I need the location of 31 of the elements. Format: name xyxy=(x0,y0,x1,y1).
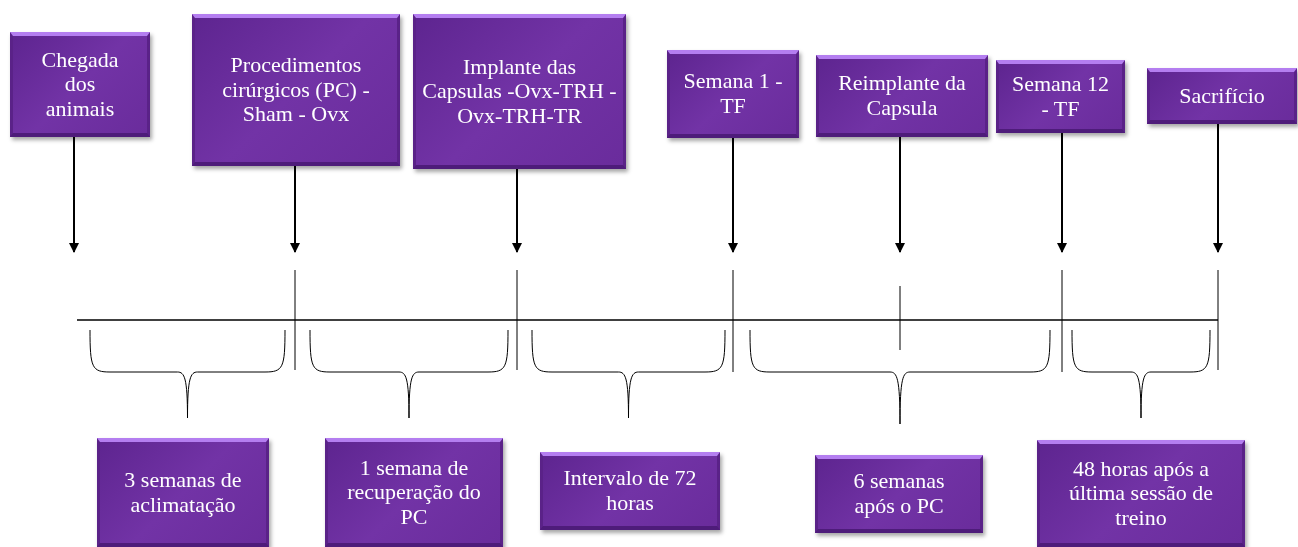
timeline-step-box xyxy=(10,32,150,137)
arrow xyxy=(1213,123,1223,253)
timeline-step-box xyxy=(1037,440,1245,547)
step-label: 3 semanas de aclimatação xyxy=(123,467,243,518)
timeline-step-box xyxy=(192,14,400,166)
timeline-step-box xyxy=(816,55,988,137)
timeline-step-box xyxy=(413,14,626,169)
arrow xyxy=(69,136,79,253)
timeline-step-box xyxy=(815,455,983,533)
arrow xyxy=(895,136,905,253)
arrow xyxy=(290,165,300,253)
step-label: 6 semanas após o PC xyxy=(852,469,946,519)
timeline-step-box xyxy=(325,438,503,547)
step-label: Semana 12 - TF xyxy=(1010,71,1111,122)
step-label: Implante das Capsulas -Ovx-TRH -Ovx-TRH-TR xyxy=(421,54,618,129)
step-label: 1 semana de recuperação do PC xyxy=(346,455,482,530)
arrow xyxy=(512,168,522,253)
step-label: Sacrifício xyxy=(1178,83,1266,109)
timeline-step-box xyxy=(540,452,720,530)
timeline-step-box xyxy=(97,438,269,547)
step-label: Intervalo de 72 horas xyxy=(562,466,698,516)
timeline-step-box xyxy=(667,50,799,138)
arrow xyxy=(1057,132,1067,253)
arrow xyxy=(728,137,738,253)
step-label: Reimplante da Capsula xyxy=(837,71,967,121)
timeline-step-box xyxy=(1147,68,1297,124)
step-label: Chegada dos animais xyxy=(40,47,120,122)
step-label: 48 horas após a última sessão de treino xyxy=(1067,456,1215,531)
step-label: Semana 1 - TF xyxy=(682,69,784,119)
step-label: Procedimentos cirúrgicos (PC) - Sham - Ovx xyxy=(221,53,371,127)
timeline-step-box xyxy=(996,60,1125,133)
